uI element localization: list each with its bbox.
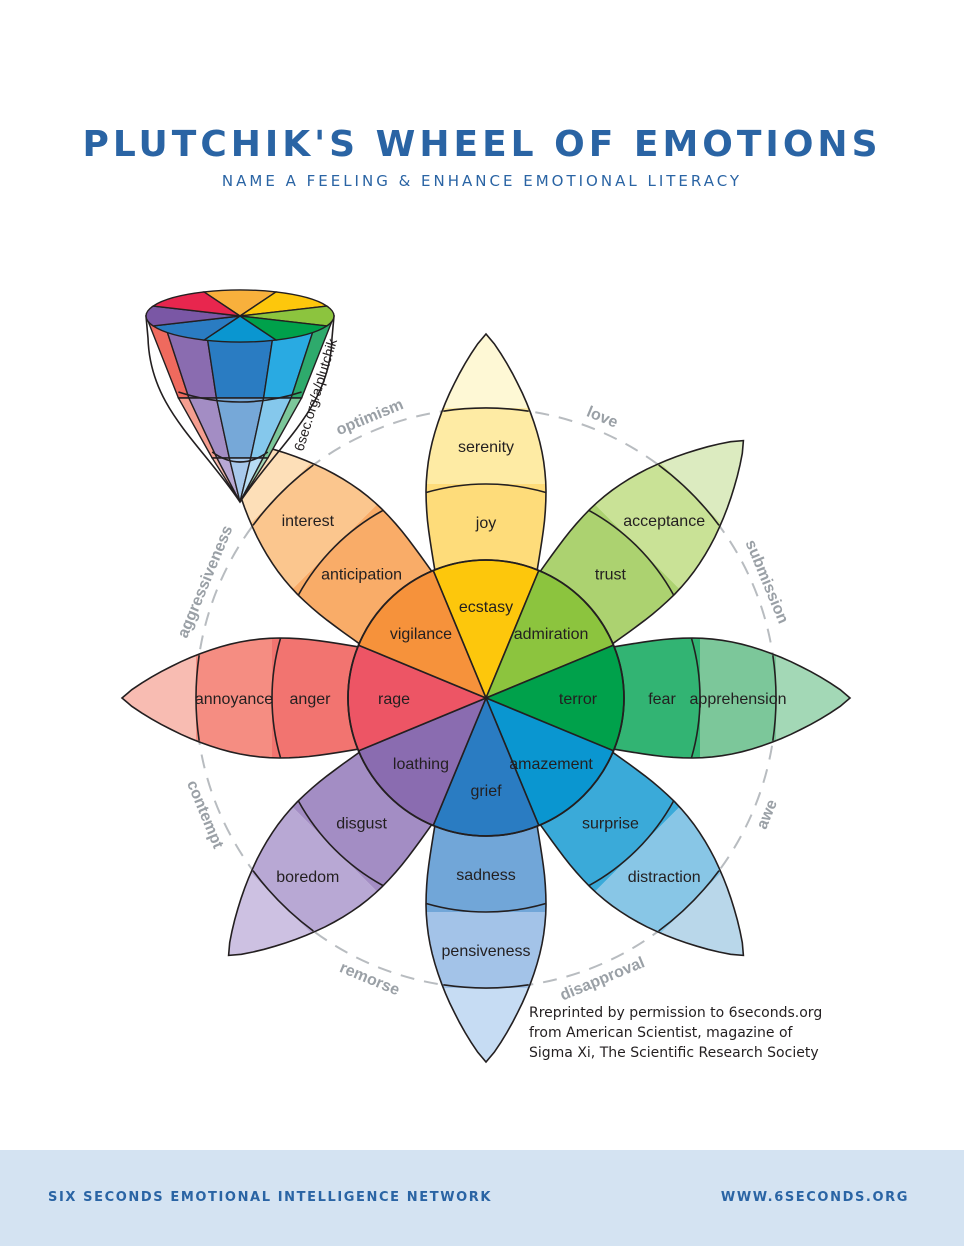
petal-band <box>292 504 432 644</box>
petal-band <box>250 462 377 589</box>
petal-anger <box>120 637 359 759</box>
petal-band <box>443 334 529 408</box>
label-loathing: loathing <box>393 756 449 773</box>
page-subtitle: NAME A FEELING & ENHANCE EMOTIONAL LITER… <box>221 172 743 190</box>
emotion-wheel: ecstasy joy serenity admiration trust accepta… <box>120 289 852 1064</box>
label-grief: grief <box>470 783 502 800</box>
label-rage: rage <box>378 691 410 708</box>
emotion-petals <box>120 332 852 1064</box>
credit-line: from American Scientist, magazine of <box>529 1025 793 1041</box>
petal-band <box>660 872 744 956</box>
reprint-credit: Rreprinted by permission to 6seconds.org… <box>529 1003 849 1063</box>
dyad-disapproval: disapproval <box>558 954 647 1004</box>
petal-band <box>540 504 680 644</box>
label-acceptance: acceptance <box>623 513 705 530</box>
label-interest: interest <box>282 513 335 530</box>
footer-bar: SIX SECONDS EMOTIONAL INTELLIGENCE NETWO… <box>0 1150 964 1246</box>
petal-band <box>122 655 196 741</box>
petal-band <box>426 826 546 912</box>
petal-band <box>272 638 358 758</box>
label-annoyance: annoyance <box>195 691 273 708</box>
label-terror: terror <box>559 691 598 708</box>
label-trust: trust <box>595 567 627 584</box>
credit-line: Rreprinted by permission to 6seconds.org <box>529 1005 823 1021</box>
label-boredom: boredom <box>276 869 339 886</box>
dyad-awe: awe <box>754 797 781 832</box>
label-distraction: distraction <box>628 869 701 886</box>
petal-band <box>660 440 744 524</box>
label-surprise: surprise <box>582 815 639 832</box>
petal-disgust <box>227 751 433 957</box>
petal-band <box>595 807 722 934</box>
dyad-submission: submission <box>742 538 792 627</box>
petal-band <box>426 912 546 988</box>
petal-band <box>595 462 722 589</box>
petal-band <box>426 408 546 484</box>
petal-joy <box>425 332 547 571</box>
petal-band <box>196 638 272 758</box>
footer-website-link[interactable]: WWW.6SECONDS.ORG <box>720 1190 909 1205</box>
emotion-cone-3d-icon: 6sec.org/a/plutchik <box>145 289 340 504</box>
label-admiration: admiration <box>514 626 589 643</box>
label-sadness: sadness <box>456 867 516 884</box>
page-title: PLUTCHIK'S WHEEL OF EMOTIONS <box>82 124 882 165</box>
dyad-optimism: optimism <box>334 396 406 439</box>
petal-band <box>700 638 776 758</box>
petal-surprise <box>539 751 745 957</box>
emotion-labels: ecstasy joy serenity admiration trust accepta… <box>195 439 787 960</box>
label-pensiveness: pensiveness <box>442 943 531 960</box>
petal-band <box>614 638 700 758</box>
petal-band <box>250 807 377 934</box>
label-apprehension: apprehension <box>690 691 787 708</box>
label-anger: anger <box>290 691 332 708</box>
label-vigilance: vigilance <box>390 626 452 643</box>
petal-band <box>776 655 850 741</box>
petal-fear <box>613 637 852 759</box>
petal-band <box>540 752 680 892</box>
dyad-contempt: contempt <box>183 778 227 852</box>
label-joy: joy <box>475 515 496 532</box>
petal-band <box>426 484 546 570</box>
petal-sadness <box>425 825 547 1064</box>
petal-band <box>228 872 312 956</box>
inner-emotion-disc <box>347 559 625 837</box>
label-anticipation: anticipation <box>321 567 402 584</box>
petal-band <box>292 752 432 892</box>
label-disgust: disgust <box>336 815 387 832</box>
dyad-remorse: remorse <box>337 959 402 999</box>
petal-band <box>443 988 529 1062</box>
credit-line: Sigma Xi, The Scientific Research Societ… <box>529 1045 819 1061</box>
cone-top <box>145 289 335 343</box>
footer-network-name: SIX SECONDS EMOTIONAL INTELLIGENCE NETWO… <box>48 1190 493 1205</box>
label-fear: fear <box>648 691 676 708</box>
label-amazement: amazement <box>509 756 593 773</box>
label-ecstasy: ecstasy <box>459 599 513 616</box>
petal-trust <box>539 439 745 645</box>
label-serenity: serenity <box>458 439 514 456</box>
